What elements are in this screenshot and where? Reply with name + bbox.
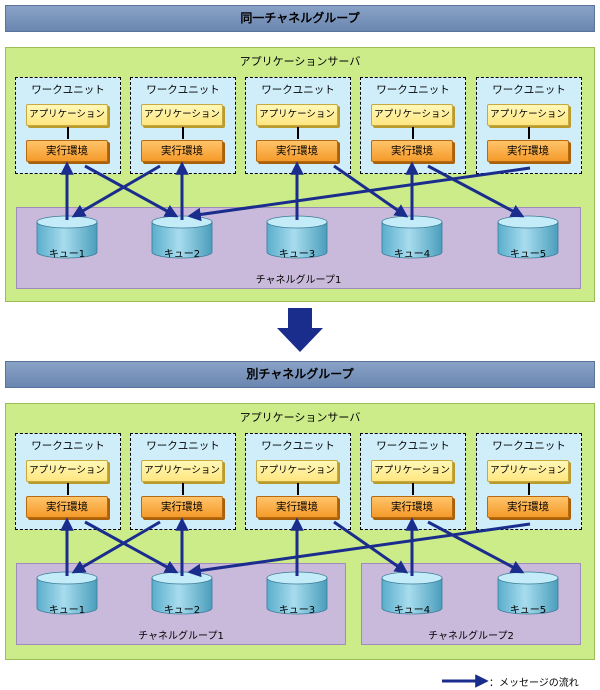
application-box: アプリケーション — [256, 104, 338, 126]
queue-label: キュー3 — [278, 249, 316, 260]
queue-cylinder — [497, 571, 559, 615]
message-flow-arrow — [71, 164, 161, 218]
channel-group-label: チャネルグループ1 — [138, 631, 224, 642]
server-title: アプリケーションサーバ — [239, 411, 361, 424]
work-unit-title: ワークユニット — [492, 440, 566, 452]
application-box: アプリケーション — [141, 104, 223, 126]
work-unit: ワークユニット アプリケーション 実行環境 — [15, 433, 121, 530]
queue-label: キュー5 — [509, 605, 547, 616]
application-box: アプリケーション — [487, 460, 569, 482]
channel-group-label: チャネルグループ1 — [255, 275, 342, 286]
work-unit-title: ワークユニット — [146, 84, 220, 96]
queue-label: キュー1 — [48, 605, 86, 616]
work-unit-title: ワークユニット — [261, 440, 335, 452]
message-flow-arrow — [84, 520, 179, 574]
application-box: アプリケーション — [141, 460, 223, 482]
application-box: アプリケーション — [487, 104, 569, 126]
connector — [412, 127, 414, 139]
application-box: アプリケーション — [256, 460, 338, 482]
connector — [182, 483, 184, 495]
application-box: アプリケーション — [26, 104, 108, 126]
header-different-channel-group: 別チャネルグループ — [5, 361, 595, 388]
work-unit-title: ワークユニット — [31, 440, 105, 452]
server-title: アプリケーションサーバ — [239, 55, 361, 68]
work-unit-title: ワークユニット — [261, 84, 335, 96]
work-unit-title: ワークユニット — [376, 84, 450, 96]
channel-group-label: チャネルグループ2 — [428, 631, 514, 642]
message-flow-arrow — [84, 164, 179, 218]
queue-label: キュー4 — [393, 605, 431, 616]
queue-cylinder — [497, 215, 559, 259]
queue-label: キュー1 — [48, 249, 86, 260]
queue-cylinder — [36, 571, 98, 615]
message-flow-arrow — [187, 522, 531, 578]
queue-label: キュー3 — [278, 605, 316, 616]
application-box: アプリケーション — [26, 460, 108, 482]
runtime-box: 実行環境 — [487, 140, 569, 162]
connector — [297, 127, 299, 139]
connector — [412, 483, 414, 495]
message-flow-arrow — [187, 166, 531, 222]
work-unit: ワークユニット アプリケーション 実行環境 — [360, 77, 466, 174]
runtime-box: 実行環境 — [26, 496, 108, 518]
work-unit: ワークユニット アプリケーション 実行環境 — [476, 433, 582, 530]
connector — [528, 483, 530, 495]
connector — [297, 483, 299, 495]
queue-cylinder — [381, 215, 443, 259]
queue-cylinder — [266, 215, 328, 259]
message-flow-arrow — [427, 520, 525, 574]
work-unit: ワークユニット アプリケーション 実行環境 — [245, 433, 351, 530]
header-same-channel-group: 同一チャネルグループ — [5, 5, 595, 32]
queue-label: キュー2 — [163, 249, 201, 260]
queue-label: キュー2 — [163, 605, 201, 616]
queue-cylinder — [266, 571, 328, 615]
work-unit-title: ワークユニット — [31, 84, 105, 96]
runtime-box: 実行環境 — [371, 140, 453, 162]
work-unit: ワークユニット アプリケーション 実行環境 — [360, 433, 466, 530]
work-unit: ワークユニット アプリケーション 実行環境 — [130, 433, 236, 530]
legend-label: ：メッセージの流れ — [489, 678, 579, 689]
work-unit: ワークユニット アプリケーション 実行環境 — [476, 77, 582, 174]
message-flow-arrow — [71, 520, 161, 574]
application-box: アプリケーション — [371, 460, 453, 482]
work-unit-title: ワークユニット — [492, 84, 566, 96]
queue-label: キュー4 — [393, 249, 431, 260]
connector — [182, 127, 184, 139]
work-unit-title: ワークユニット — [146, 440, 220, 452]
down-arrow-icon — [277, 308, 323, 352]
queue-cylinder — [381, 571, 443, 615]
work-unit: ワークユニット アプリケーション 実行環境 — [245, 77, 351, 174]
connector — [528, 127, 530, 139]
work-unit-title: ワークユニット — [376, 440, 450, 452]
work-unit: ワークユニット アプリケーション 実行環境 — [130, 77, 236, 174]
queue-label: キュー5 — [509, 249, 547, 260]
connector — [67, 483, 69, 495]
application-box: アプリケーション — [371, 104, 453, 126]
message-flow-arrow — [427, 164, 525, 218]
connector — [67, 127, 69, 139]
runtime-box: 実行環境 — [487, 496, 569, 518]
